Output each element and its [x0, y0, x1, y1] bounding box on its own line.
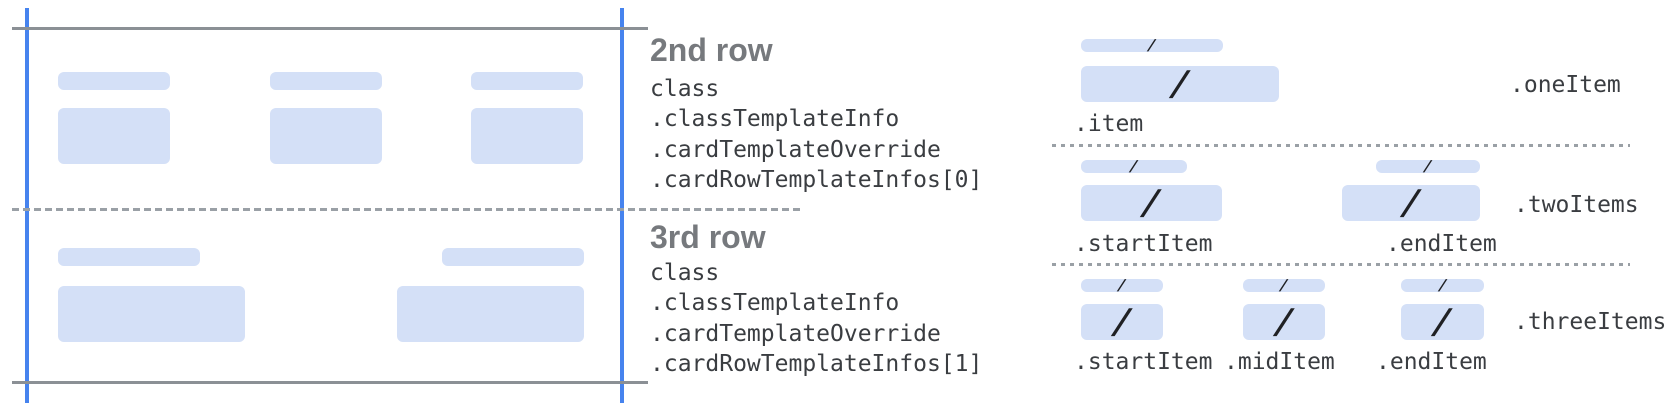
row3-item2-label-bar — [442, 248, 584, 266]
card-guide-left-line — [25, 8, 29, 403]
start-item-field-label: .startItem — [1074, 349, 1213, 375]
end-item-field-label: .endItem — [1376, 349, 1487, 375]
template-divider-dashed-line — [1052, 263, 1630, 266]
slash-icon: / — [1424, 157, 1433, 175]
two-items-start-label-bar: / — [1081, 157, 1187, 175]
two-items-end-value-bar: / — [1342, 183, 1480, 223]
one-item-label-bar: / — [1081, 36, 1223, 54]
code-line: .cardTemplateOverride — [650, 321, 941, 347]
template-divider-dashed-line — [1052, 144, 1630, 147]
three-items-start-label-bar: / — [1081, 276, 1163, 294]
slash-icon: / — [1274, 302, 1294, 342]
slash-icon: / — [1130, 157, 1139, 175]
start-item-field-label: .startItem — [1074, 231, 1213, 257]
two-items-group-label: .twoItems — [1514, 192, 1639, 218]
one-item-group-label: .oneItem — [1510, 72, 1621, 98]
card-guide-right-line — [620, 8, 624, 403]
section-heading-3rd-row: 3rd row — [650, 219, 766, 255]
two-items-end-label-bar: / — [1376, 157, 1480, 175]
three-items-group-label: .threeItems — [1514, 309, 1667, 335]
three-items-mid-label-bar: / — [1243, 276, 1325, 294]
row2-item1-label-bar — [58, 72, 170, 90]
three-items-mid-value-bar: / — [1243, 302, 1325, 342]
code-line: .cardRowTemplateInfos[0] — [650, 167, 983, 193]
code-line: .classTemplateInfo — [650, 106, 900, 132]
three-items-end-value-bar: / — [1401, 302, 1484, 342]
card-row-divider-dashed-line — [12, 208, 802, 211]
mid-item-field-label: .midItem — [1224, 349, 1335, 375]
three-items-start-value-bar: / — [1081, 302, 1163, 342]
row2-item3-label-bar — [471, 72, 583, 90]
slash-icon: / — [1438, 276, 1447, 294]
card-guide-bottom-line — [12, 381, 648, 384]
three-items-end-label-bar: / — [1401, 276, 1484, 294]
slash-icon: / — [1142, 183, 1161, 223]
code-line: .cardRowTemplateInfos[1] — [650, 351, 983, 377]
row3-item2-value-bar — [397, 286, 584, 342]
end-item-field-label: .endItem — [1386, 231, 1497, 257]
code-line: .classTemplateInfo — [650, 290, 900, 316]
slash-icon: / — [1118, 276, 1127, 294]
section-heading-2nd-row: 2nd row — [650, 32, 773, 68]
row3-item1-value-bar — [58, 286, 245, 342]
row3-item1-label-bar — [58, 248, 200, 266]
slash-icon: / — [1170, 64, 1190, 104]
code-line: class — [650, 260, 720, 286]
two-items-start-value-bar: / — [1081, 183, 1222, 223]
row2-item2-value-bar — [270, 108, 382, 164]
slash-icon: / — [1280, 276, 1289, 294]
slash-icon: / — [1112, 302, 1132, 342]
code-line: .cardTemplateOverride — [650, 137, 941, 163]
card-guide-top-line — [12, 27, 648, 30]
row2-item3-value-bar — [471, 108, 583, 164]
item-field-label: .item — [1074, 111, 1144, 137]
slash-icon: / — [1401, 183, 1421, 223]
code-line: class — [650, 76, 720, 102]
row2-item1-value-bar — [58, 108, 170, 164]
slash-icon: / — [1433, 302, 1452, 342]
one-item-value-bar: / — [1081, 64, 1279, 104]
row2-item2-label-bar — [270, 72, 382, 90]
slash-icon: / — [1148, 36, 1157, 54]
